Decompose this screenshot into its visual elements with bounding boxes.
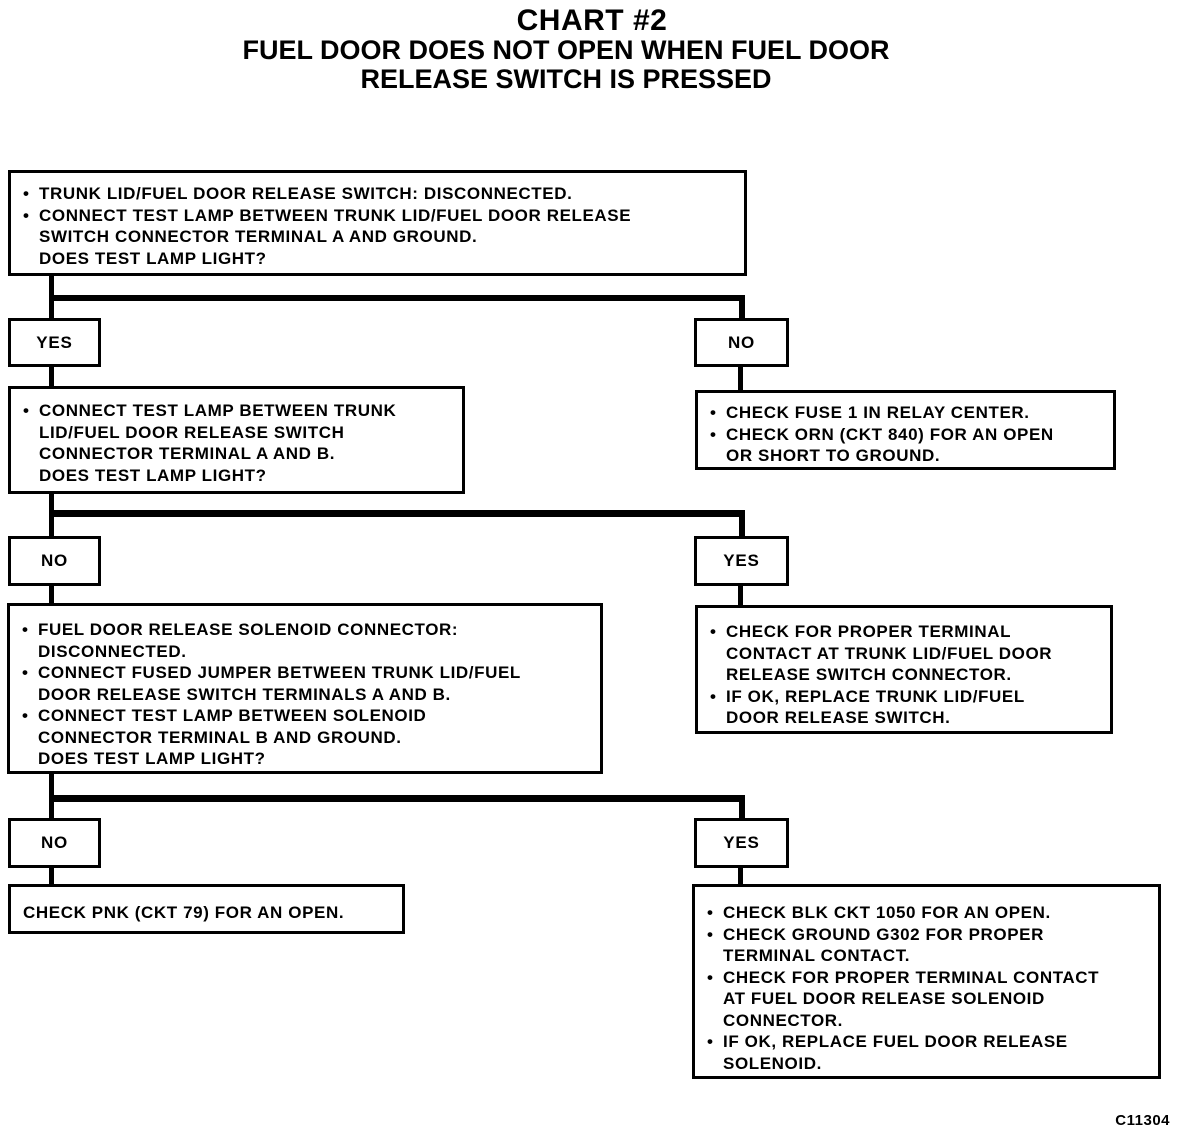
result-switch-item: IF OK, REPLACE TRUNK LID/FUEL DOOR RELEA… [706,686,1102,729]
connector-line [49,510,745,517]
result-ground-item: CHECK FOR PROPER TERMINAL CONTACT AT FUE… [703,967,1152,1032]
step1-item: CONNECT TEST LAMP BETWEEN TRUNK LID/FUEL… [19,205,736,248]
chart-title: CHART #2 [516,4,668,37]
chart-subtitle-line-1: FUEL DOOR DOES NOT OPEN WHEN FUEL DOOR [242,35,890,65]
connector-line [739,295,745,318]
connector-line [49,584,54,606]
connector-line [738,366,743,391]
result-ground-list: CHECK BLK CKT 1050 FOR AN OPEN. CHECK GR… [703,902,1152,1074]
step1-no-label: NO [694,318,789,367]
connector-line [49,295,745,301]
step3-yes-label: YES [694,818,789,868]
result-ground-box: CHECK BLK CKT 1050 FOR AN OPEN. CHECK GR… [692,884,1161,1079]
step3-question: DOES TEST LAMP LIGHT? [38,749,266,768]
result-switch-box: CHECK FOR PROPER TERMINAL CONTACT AT TRU… [695,605,1113,734]
step2-item: CONNECT TEST LAMP BETWEEN TRUNK LID/FUEL… [19,400,454,465]
result-switch-item: CHECK FOR PROPER TERMINAL CONTACT AT TRU… [706,621,1102,686]
connector-line [738,584,743,608]
step1-item: TRUNK LID/FUEL DOOR RELEASE SWITCH: DISC… [19,183,736,205]
connector-line [49,366,54,388]
connector-line [49,795,745,802]
result-ground-item: IF OK, REPLACE FUEL DOOR RELEASE SOLENOI… [703,1031,1152,1074]
step2-yes-label: YES [694,536,789,586]
result-ground-item: CHECK GROUND G302 FOR PROPER TERMINAL CO… [703,924,1152,967]
step1-list: TRUNK LID/FUEL DOOR RELEASE SWITCH: DISC… [19,183,736,248]
chart-subtitle-line-2: RELEASE SWITCH IS PRESSED [360,64,772,94]
step2-list: CONNECT TEST LAMP BETWEEN TRUNK LID/FUEL… [19,400,454,465]
step3-no-label: NO [8,818,101,868]
connector-line [49,866,54,886]
result-fuse-item: CHECK FUSE 1 IN RELAY CENTER. [706,402,1105,424]
connector-line [739,510,745,538]
step3-item: FUEL DOOR RELEASE SOLENOID CONNECTOR: DI… [18,619,592,662]
step3-item: CONNECT FUSED JUMPER BETWEEN TRUNK LID/F… [18,662,592,705]
step3-list: FUEL DOOR RELEASE SOLENOID CONNECTOR: DI… [18,619,592,748]
step3-item: CONNECT TEST LAMP BETWEEN SOLENOID CONNE… [18,705,592,748]
result-switch-list: CHECK FOR PROPER TERMINAL CONTACT AT TRU… [706,621,1102,729]
step3-box: FUEL DOOR RELEASE SOLENOID CONNECTOR: DI… [7,603,603,774]
diagram-code: C11304 [1115,1112,1170,1129]
step1-box: TRUNK LID/FUEL DOOR RELEASE SWITCH: DISC… [8,170,747,276]
step1-question: DOES TEST LAMP LIGHT? [39,248,267,268]
result-pnk-text: CHECK PNK (CKT 79) FOR AN OPEN. [23,903,345,922]
connector-line [739,795,745,820]
result-fuse-list: CHECK FUSE 1 IN RELAY CENTER. CHECK ORN … [706,402,1105,467]
result-fuse-item: CHECK ORN (CKT 840) FOR AN OPEN OR SHORT… [706,424,1105,467]
step2-question: DOES TEST LAMP LIGHT? [39,465,267,485]
step1-yes-label: YES [8,318,101,367]
result-fuse-box: CHECK FUSE 1 IN RELAY CENTER. CHECK ORN … [695,390,1116,470]
result-pnk-box: CHECK PNK (CKT 79) FOR AN OPEN. [8,884,405,934]
step2-box: CONNECT TEST LAMP BETWEEN TRUNK LID/FUEL… [8,386,465,494]
step2-no-label: NO [8,536,101,586]
connector-line [738,866,743,886]
result-ground-item: CHECK BLK CKT 1050 FOR AN OPEN. [703,902,1152,924]
